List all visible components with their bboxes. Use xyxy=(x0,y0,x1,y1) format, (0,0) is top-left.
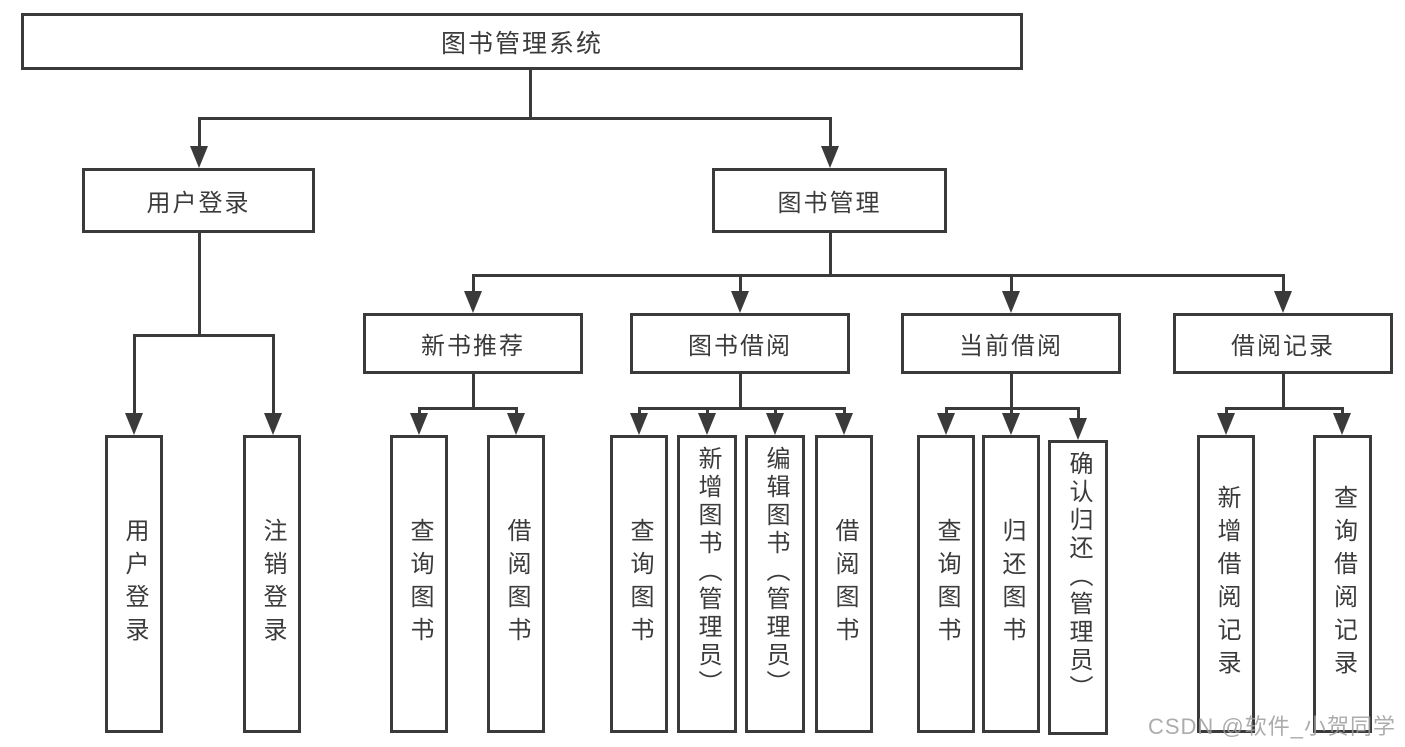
connector-line xyxy=(529,70,532,120)
arrowhead-icon xyxy=(1274,291,1292,313)
arrowhead-icon xyxy=(264,413,282,435)
leaf-return-books: 归还图书 xyxy=(982,435,1040,733)
connector-line xyxy=(843,407,846,416)
leaf-query-books-recommend-label: 查询图书 xyxy=(406,518,433,650)
node-root-label: 图书管理系统 xyxy=(440,29,603,58)
leaf-query-books-borrow-label: 查询图书 xyxy=(626,518,653,650)
connector-line xyxy=(1282,274,1285,292)
arrowhead-icon xyxy=(1333,413,1351,435)
node-user-login: 用户登录 xyxy=(82,168,315,233)
arrowhead-icon xyxy=(821,146,839,168)
arrowhead-icon xyxy=(190,146,208,168)
leaf-query-books-recommend: 查询图书 xyxy=(390,435,448,733)
connector-line xyxy=(739,373,742,410)
connector-line xyxy=(198,117,832,120)
leaf-borrow-books-recommend-label: 借阅图书 xyxy=(503,518,530,650)
leaf-query-books-current: 查询图书 xyxy=(917,435,975,733)
connector-line xyxy=(1341,407,1344,416)
leaf-confirm-return-admin-label: 确认归还（管理员） xyxy=(1065,451,1092,703)
connector-line xyxy=(1010,373,1013,410)
arrowhead-icon xyxy=(507,413,525,435)
connector-line xyxy=(418,407,518,410)
node-user-login-label: 用户登录 xyxy=(146,190,251,217)
node-new-book-recommend-label: 新书推荐 xyxy=(421,333,525,360)
leaf-query-books-current-label: 查询图书 xyxy=(933,518,960,650)
connector-line xyxy=(472,373,475,410)
connector-line xyxy=(1077,407,1080,420)
arrowhead-icon xyxy=(125,413,143,435)
connector-line xyxy=(133,334,275,337)
connector-line xyxy=(418,407,421,416)
leaf-add-borrow-record: 新增借阅记录 xyxy=(1197,435,1255,733)
leaf-user-login-label: 用户登录 xyxy=(121,518,148,650)
connector-line xyxy=(1282,373,1285,410)
node-borrow-records: 借阅记录 xyxy=(1173,313,1393,374)
node-borrow-records-label: 借阅记录 xyxy=(1231,333,1335,360)
leaf-borrow-books-borrow-label: 借阅图书 xyxy=(831,518,858,650)
arrowhead-icon xyxy=(1002,291,1020,313)
connector-line xyxy=(774,407,777,416)
leaf-edit-book-admin: 编辑图书（管理员） xyxy=(745,435,805,733)
connector-line xyxy=(198,117,201,147)
leaf-confirm-return-admin: 确认归还（管理员） xyxy=(1048,440,1108,735)
node-book-borrow: 图书借阅 xyxy=(630,313,850,374)
leaf-add-book-admin: 新增图书（管理员） xyxy=(677,435,737,733)
connector-line xyxy=(272,334,275,414)
csdn-watermark: CSDN @软件_小贺同学 xyxy=(1147,714,1396,739)
leaf-query-books-borrow: 查询图书 xyxy=(610,435,668,733)
arrowhead-icon xyxy=(1217,413,1235,435)
node-current-borrow-label: 当前借阅 xyxy=(959,333,1063,360)
connector-line xyxy=(1010,274,1013,292)
arrowhead-icon xyxy=(464,291,482,313)
node-current-borrow: 当前借阅 xyxy=(901,313,1121,374)
node-root: 图书管理系统 xyxy=(21,13,1023,70)
connector-line xyxy=(198,233,201,336)
connector-line xyxy=(706,407,709,416)
node-book-borrow-label: 图书借阅 xyxy=(688,333,792,360)
arrowhead-icon xyxy=(698,413,716,435)
node-book-management-label: 图书管理 xyxy=(777,190,882,217)
connector-line xyxy=(638,407,641,416)
connector-line xyxy=(829,233,832,277)
leaf-query-borrow-record-label: 查询借阅记录 xyxy=(1329,485,1357,683)
arrowhead-icon xyxy=(766,413,784,435)
leaf-borrow-books-recommend: 借阅图书 xyxy=(487,435,545,733)
leaf-user-login: 用户登录 xyxy=(105,435,163,733)
arrowhead-icon xyxy=(410,413,428,435)
node-new-book-recommend: 新书推荐 xyxy=(363,313,583,374)
connector-line xyxy=(515,407,518,416)
leaf-logout: 注销登录 xyxy=(243,435,301,733)
leaf-logout-label: 注销登录 xyxy=(259,518,286,650)
connector-line xyxy=(945,407,948,416)
connector-line xyxy=(829,117,832,147)
connector-line xyxy=(739,274,742,292)
leaf-edit-book-admin-label: 编辑图书（管理员） xyxy=(762,446,789,698)
arrowhead-icon xyxy=(835,413,853,435)
leaf-return-books-label: 归还图书 xyxy=(998,518,1025,650)
connector-line xyxy=(472,274,475,292)
connector-line xyxy=(472,274,1285,277)
connector-line xyxy=(1225,407,1344,410)
leaf-borrow-books-borrow: 借阅图书 xyxy=(815,435,873,733)
leaf-query-borrow-record: 查询借阅记录 xyxy=(1313,435,1372,733)
arrowhead-icon xyxy=(1069,418,1087,440)
node-book-management: 图书管理 xyxy=(712,168,947,233)
arrowhead-icon xyxy=(630,413,648,435)
connector-line xyxy=(638,407,846,410)
arrowhead-icon xyxy=(731,291,749,313)
arrowhead-icon xyxy=(937,413,955,435)
connector-line xyxy=(133,334,136,414)
leaf-add-book-admin-label: 新增图书（管理员） xyxy=(694,446,721,698)
connector-line xyxy=(1010,407,1013,416)
arrowhead-icon xyxy=(1002,413,1020,435)
connector-line xyxy=(1225,407,1228,416)
leaf-add-borrow-record-label: 新增借阅记录 xyxy=(1213,485,1240,683)
